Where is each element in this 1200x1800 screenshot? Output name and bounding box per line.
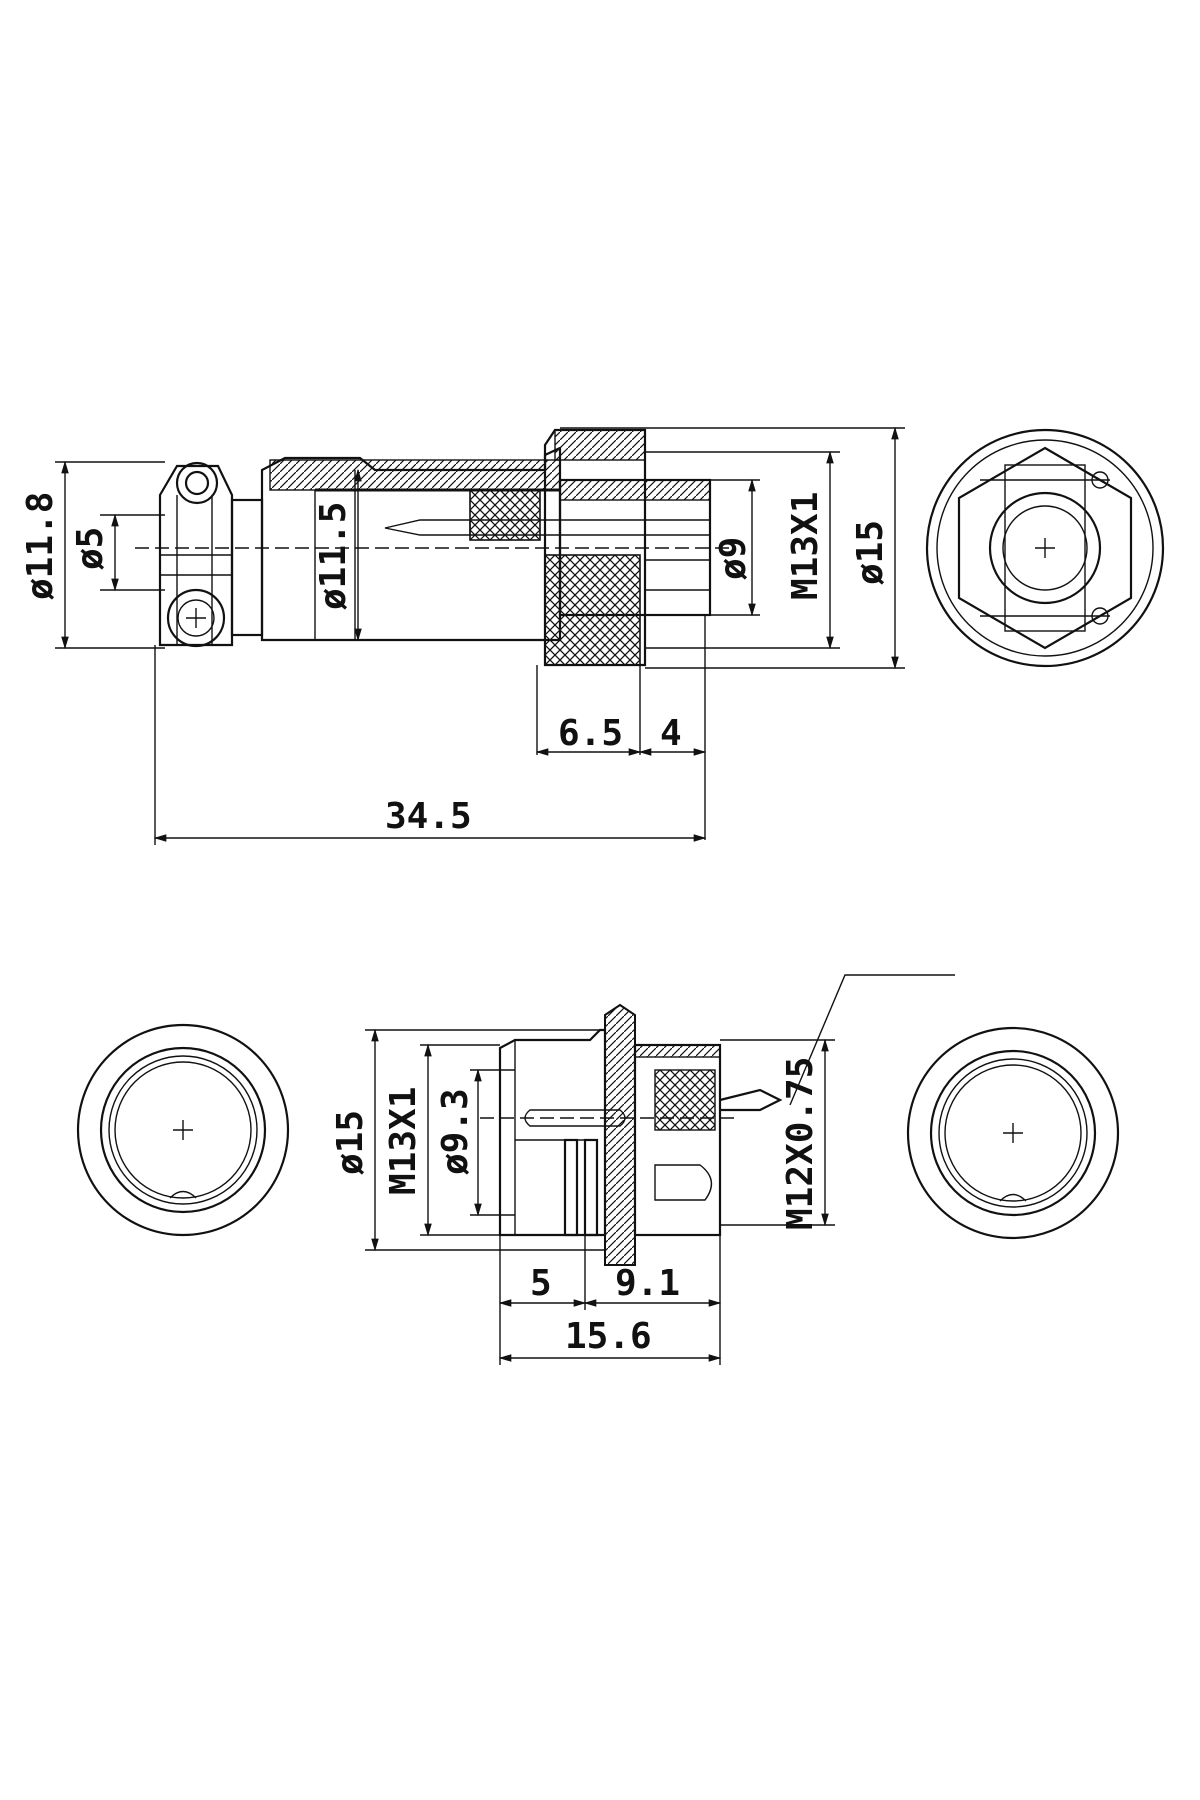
- clamp-screw-top: [175, 461, 219, 505]
- dim-socket-dia-flange: ø15: [330, 1110, 371, 1175]
- clamp-screw-bottom: [166, 588, 226, 648]
- dim-plug-total-length: 34.5: [385, 796, 472, 837]
- socket-rear-view: [906, 1026, 1120, 1240]
- dim-plug-dia-body: ø11.5: [313, 502, 354, 610]
- dim-plug-thread: M13X1: [785, 492, 826, 600]
- socket-body: [498, 1028, 607, 1237]
- dim-socket-dia-inner: ø9.3: [435, 1088, 476, 1175]
- dim-socket-panel-thread: M12X0.75: [780, 1057, 821, 1230]
- plug-side-view: ø11.8 ø5 ø11.5 ø9 M13X1 ø15 6.5 4: [20, 426, 905, 845]
- socket-front-view: [76, 1023, 290, 1237]
- dim-plug-tip-length: 4: [660, 713, 682, 754]
- socket-flange: [604, 1003, 636, 1266]
- dim-socket-thread: M13X1: [383, 1087, 424, 1195]
- plug-end-view: [925, 428, 1165, 668]
- dim-socket-total-length: 15.6: [565, 1316, 652, 1357]
- dim-plug-dia-overall: ø11.8: [20, 492, 61, 600]
- knurl-upper: [469, 489, 541, 541]
- hex-nut: [957, 446, 1133, 650]
- cable-clamp: [158, 464, 234, 647]
- dim-plug-dia-nut: ø15: [850, 520, 891, 585]
- dim-plug-dia-cable: ø5: [70, 527, 111, 570]
- socket-side-view: ø15 M13X1 ø9.3 M12X0.75 5 9.1 15.6: [330, 974, 955, 1365]
- dim-plug-knurl-length: 6.5: [558, 713, 623, 754]
- dim-socket-rear-length: 9.1: [615, 1263, 680, 1304]
- dim-socket-front-length: 5: [530, 1263, 552, 1304]
- dim-plug-dia-inner: ø9: [713, 537, 754, 580]
- socket-rear-knurl: [654, 1069, 716, 1131]
